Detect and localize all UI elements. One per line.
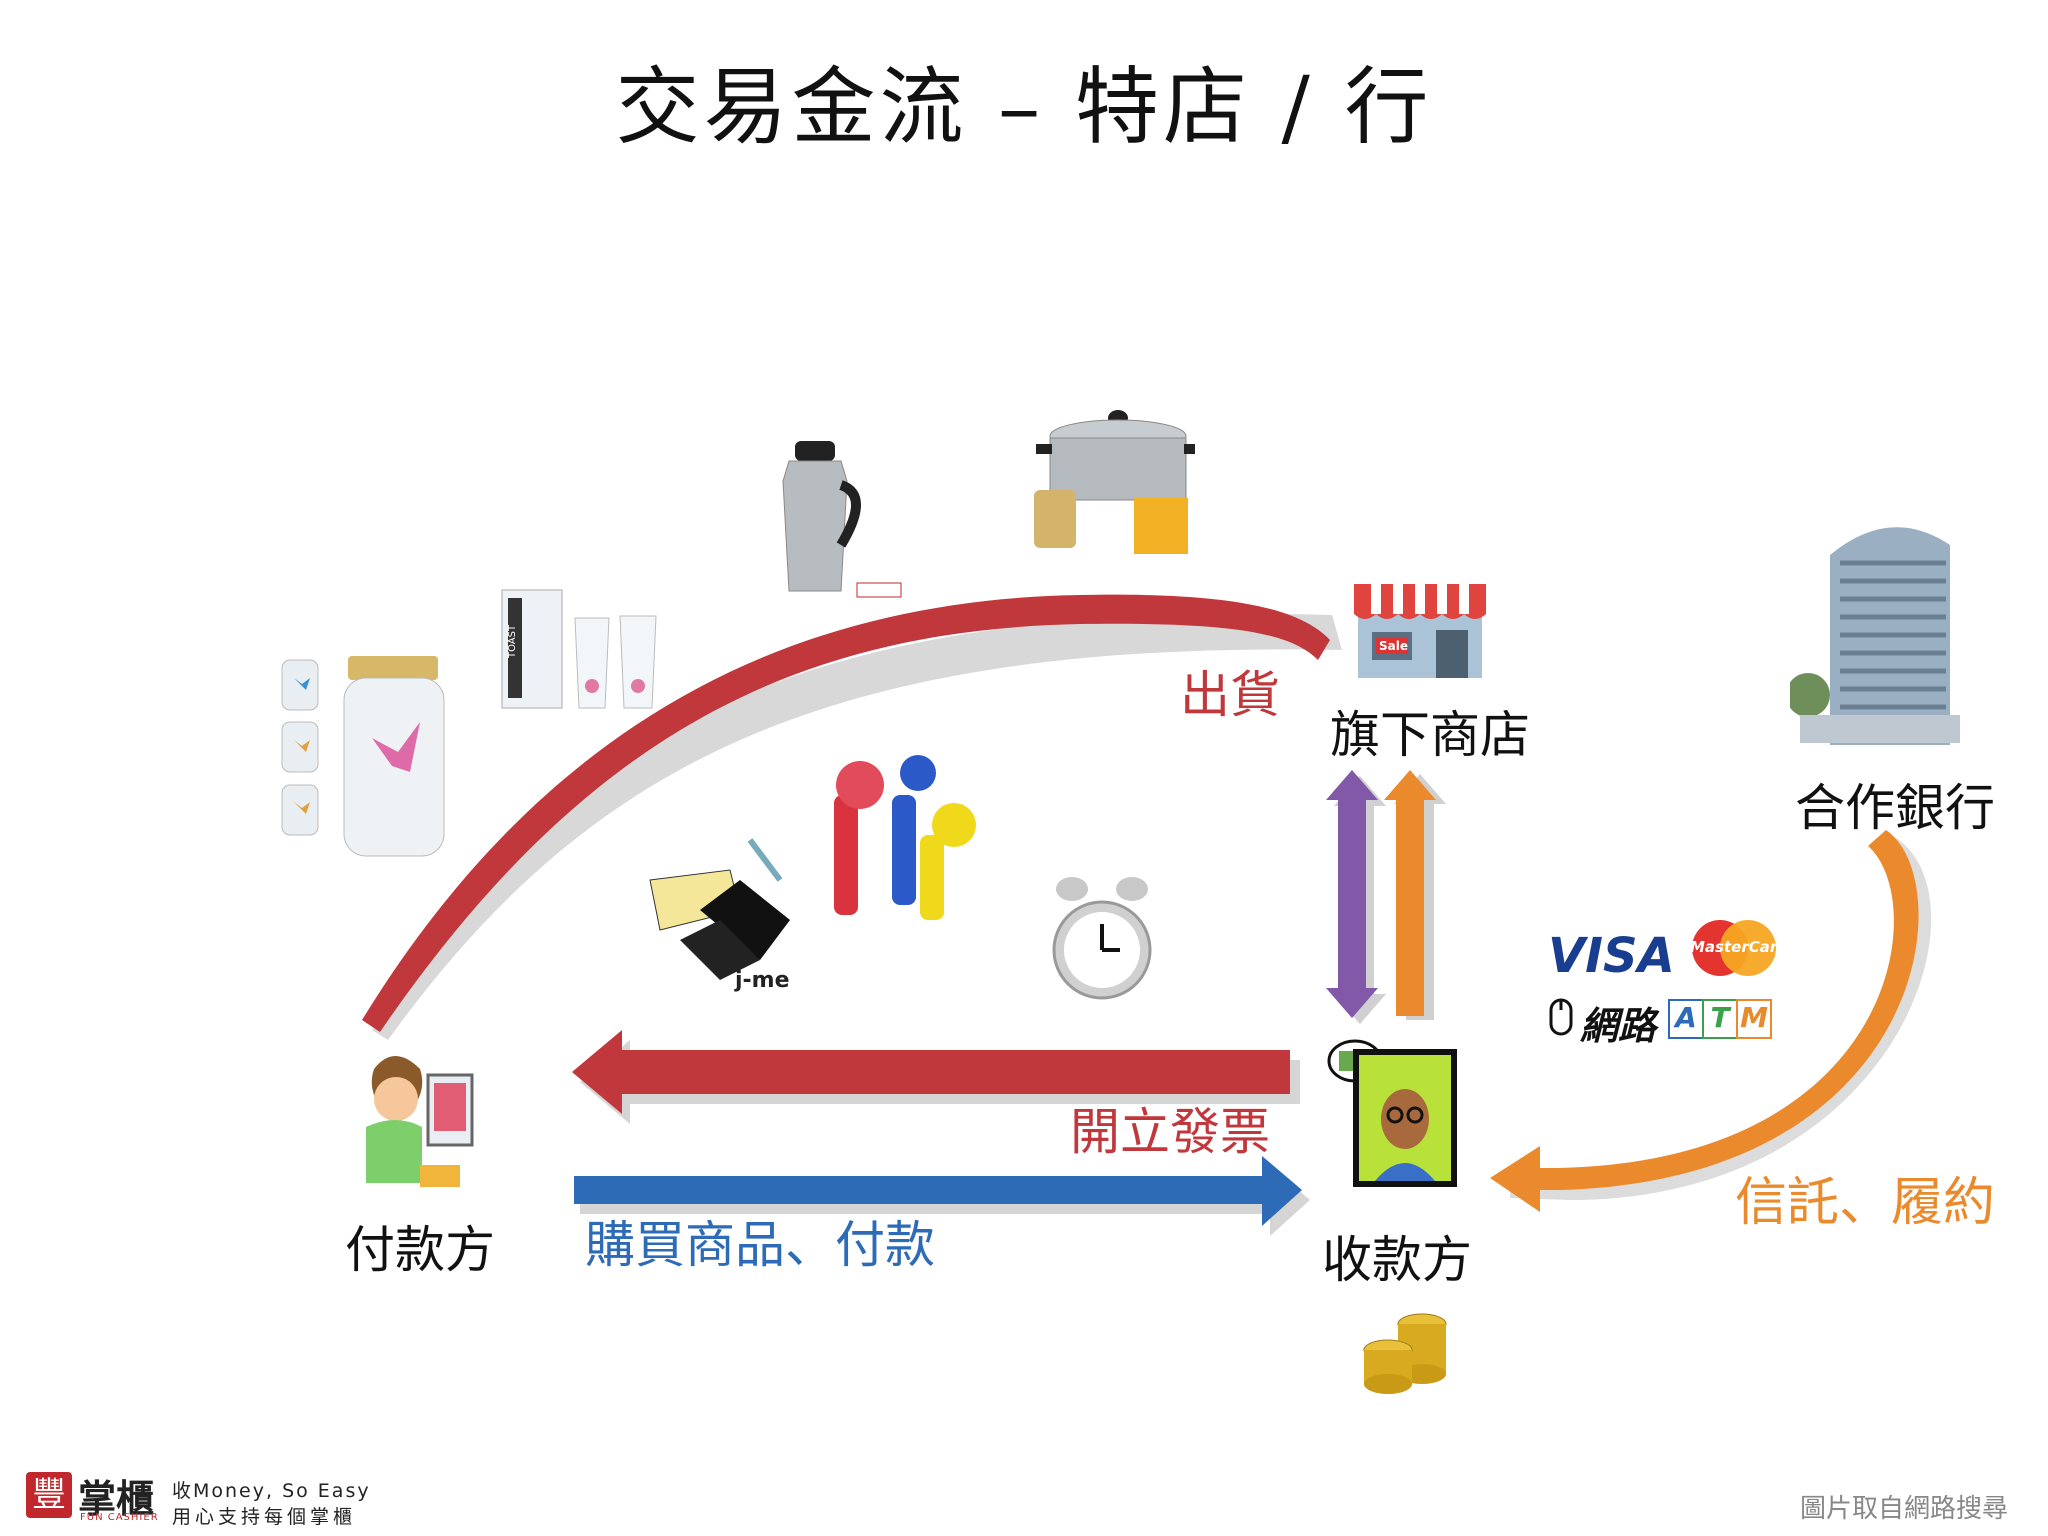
payer-illustration [340,1045,480,1195]
alarm-clock [1052,865,1152,1015]
brand-name: 掌櫃 [78,1476,155,1521]
bank-label: 合作銀行 [1795,779,1995,837]
store-sync-arrow [1326,770,1386,1024]
store-report-arrow [1384,770,1446,1020]
invoice-label: 開立發票 [1070,1103,1270,1161]
atm-letter-t: T [1702,999,1738,1039]
storefront-icon: Sale [1350,580,1490,680]
toast-glass-set: TOAST [500,588,670,713]
trust-arrow [1490,830,1932,1212]
jme-brand: j-me [735,968,790,993]
thermal-jug [745,435,905,605]
coin-stack [1360,1300,1450,1395]
butterfly-jar-group [280,650,460,860]
jme-desk-item: j-me [640,820,810,995]
shipment-label: 出貨 [1180,666,1280,724]
image-source-note: 圖片取自網路搜尋 [1800,1494,2009,1524]
purchase-arrow [574,1156,1310,1236]
slogan-line-2: 用心支持每個掌櫃 [172,1506,357,1528]
atm-letter-a: A [1668,999,1704,1039]
handheld-fans [830,755,980,925]
visa-logo: VISA [1548,928,1675,984]
atm-letter-m: M [1736,999,1772,1039]
bank-building [1790,515,1960,745]
web-atm-text: 網路 [1580,1004,1657,1048]
mastercard-text: MasterCard [1690,938,1788,956]
mouse-icon [1549,998,1573,1036]
store-label: 旗下商店 [1330,706,1530,764]
shipment-arrow [362,594,1342,1040]
brand-sub: FUN CASHIER [80,1512,159,1523]
cooking-pot [1030,398,1195,558]
purchase-label: 購買商品、付款 [585,1216,935,1274]
invoice-arrow [572,1030,1300,1124]
sale-sign: Sale [1379,639,1408,653]
mastercard-logo: MasterCard [1686,918,1788,978]
svg-text:TOAST: TOAST [507,624,518,659]
payee-label: 收款方 [1322,1231,1472,1289]
brand-mark: 豐 [26,1472,72,1518]
payee-illustration [1325,1035,1465,1195]
trust-label: 信託、履約 [1735,1173,1996,1233]
slogan-line-1: 收Money, So Easy [172,1480,371,1502]
payer-label: 付款方 [345,1221,495,1279]
page-title: 交易金流 – 特店 / 行 [615,58,1433,156]
